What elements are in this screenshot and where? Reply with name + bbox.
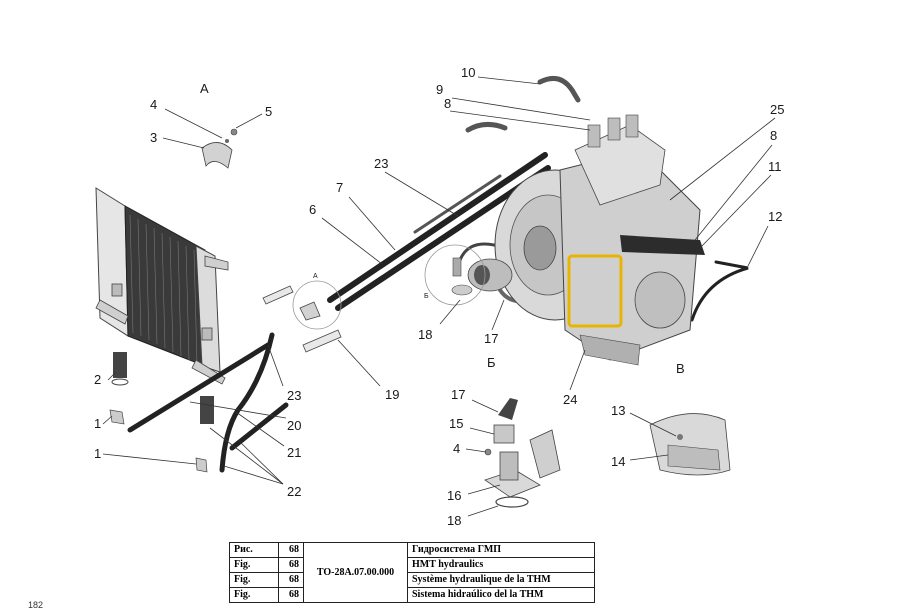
- callout-12: 12: [768, 209, 782, 224]
- callout-23a: 23: [374, 156, 388, 171]
- title-row: Рис. 68 ТО-28А.07.00.000 Гидросистема ГМ…: [229, 542, 595, 603]
- view-b-detail: [484, 398, 561, 508]
- title-row-label: Рис.: [229, 542, 279, 558]
- detail-b-circle: [424, 244, 486, 306]
- callout-15: 15: [449, 416, 463, 431]
- callout-5: 5: [265, 104, 272, 119]
- view-letter-b-small: Б: [424, 293, 429, 300]
- callout-8a: 8: [444, 96, 451, 111]
- title-row-label: Fig.: [229, 557, 279, 573]
- callout-13: 13: [611, 403, 625, 418]
- callout-23b: 23: [287, 388, 301, 403]
- callout-9: 9: [436, 82, 443, 97]
- radiator: [95, 187, 229, 385]
- callout-6: 6: [309, 202, 316, 217]
- callout-14: 14: [611, 454, 625, 469]
- callout-25: 25: [770, 102, 784, 117]
- drawing-code: ТО-28А.07.00.000: [303, 542, 408, 603]
- highlight-box: [567, 254, 623, 328]
- callout-17b: 17: [451, 387, 465, 402]
- callout-2: 2: [94, 372, 101, 387]
- callout-17a: 17: [484, 331, 498, 346]
- callout-1a: 1: [94, 416, 101, 431]
- callout-10: 10: [461, 65, 475, 80]
- title-row: Fig. 68 Système hydraulique de la THM: [229, 572, 595, 588]
- title-row-description: Sistema hidraúlico del la THM: [407, 587, 595, 603]
- detail-b-fitting: [452, 257, 462, 277]
- detail-a-clamp: [201, 128, 238, 169]
- title-row-number: 68: [278, 572, 304, 588]
- detail-a-part: [299, 301, 321, 321]
- title-row-description: Système hydraulique de la THM: [407, 572, 595, 588]
- page-number: 182: [28, 600, 44, 610]
- title-row-number: 68: [278, 542, 304, 558]
- view-letter-b: Б: [487, 355, 496, 370]
- callout-18a: 18: [418, 327, 432, 342]
- callout-21: 21: [287, 445, 301, 460]
- callout-16: 16: [447, 488, 461, 503]
- view-letter-v: В: [676, 361, 685, 376]
- callout-11: 11: [768, 159, 782, 174]
- title-row: Fig. 68 HMT hydraulics: [229, 557, 595, 573]
- callout-20: 20: [287, 418, 301, 433]
- title-row-description: HMT hydraulics: [407, 557, 595, 573]
- title-row-description: Гидросистема ГМП: [407, 542, 595, 558]
- callout-22: 22: [287, 484, 301, 499]
- view-letter-a: А: [200, 81, 209, 96]
- pipe-sections: [262, 285, 342, 353]
- callout-4b: 4: [453, 441, 460, 456]
- detail-a-circle: [292, 280, 342, 330]
- view-v-detail: [649, 413, 731, 476]
- callout-3: 3: [150, 130, 157, 145]
- callout-18b: 18: [447, 513, 461, 528]
- callout-4a: 4: [150, 97, 157, 112]
- leader-lines: [102, 76, 776, 517]
- transmission: [467, 114, 705, 366]
- title-row-number: 68: [278, 587, 304, 603]
- callouts: 1 1 2 3 4 4 5 6 7 8 8 9 10 11 12 13 14 1…: [94, 65, 784, 528]
- callout-8b: 8: [770, 128, 777, 143]
- callout-24: 24: [563, 392, 577, 407]
- detail-b-flange: [451, 284, 473, 296]
- title-row-label: Fig.: [229, 572, 279, 588]
- callout-19: 19: [385, 387, 399, 402]
- view-letters: А Б В А Б: [200, 81, 685, 376]
- title-block: Рис. 68 ТО-28А.07.00.000 Гидросистема ГМ…: [229, 542, 595, 603]
- title-row-number: 68: [278, 557, 304, 573]
- callout-1b: 1: [94, 446, 101, 461]
- title-row-label: Fig.: [229, 587, 279, 603]
- callout-7: 7: [336, 180, 343, 195]
- small-parts: [109, 352, 214, 473]
- view-letter-a-small: А: [313, 273, 318, 280]
- title-row: Fig. 68 Sistema hidraúlico del la THM: [229, 587, 595, 603]
